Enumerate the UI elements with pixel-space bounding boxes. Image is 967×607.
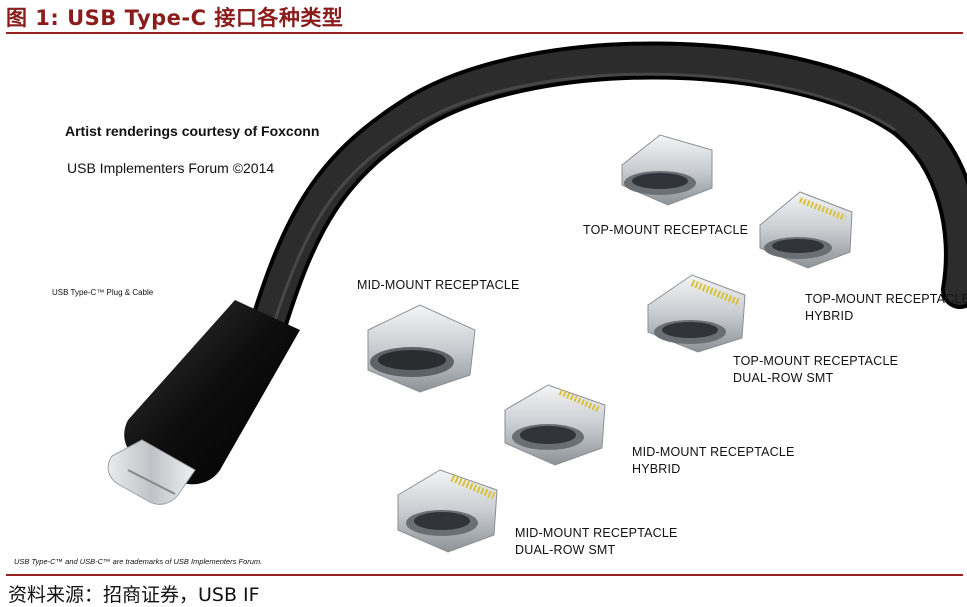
label-line: TOP-MOUNT RECEPTACLE: [733, 354, 899, 368]
label-top-mount-dual-row: TOP-MOUNT RECEPTACLE DUAL-ROW SMT: [733, 353, 898, 387]
title-divider: [6, 32, 963, 34]
label-line: MID-MOUNT RECEPTACLE: [515, 526, 678, 540]
label-line: DUAL-ROW SMT: [515, 543, 616, 557]
figure-source: 资料来源：招商证券，USB IF: [8, 584, 260, 606]
source-divider: [6, 574, 963, 576]
rendering-credit: Artist renderings courtesy of Foxconn: [65, 123, 320, 139]
label-line: DUAL-ROW SMT: [733, 371, 834, 385]
label-top-mount: TOP-MOUNT RECEPTACLE: [583, 222, 748, 239]
label-line: MID-MOUNT RECEPTACLE: [632, 445, 795, 459]
figure-title: 图 1: USB Type-C 接口各种类型: [6, 6, 344, 30]
mid-mount-dual-row-image: [397, 469, 498, 553]
label-line: HYBRID: [632, 462, 681, 476]
label-top-mount-hybrid: TOP-MOUNT RECEPTACLE HYBRID: [805, 291, 967, 325]
connector-illustration: Artist renderings courtesy of Foxconn US…: [0, 36, 967, 572]
trademark-note: USB Type-C™ and USB-C™ are trademarks of…: [14, 557, 263, 566]
top-mount-hybrid-image: [759, 191, 853, 269]
connector-artwork: [107, 41, 967, 553]
label-line: MID-MOUNT RECEPTACLE: [357, 278, 520, 292]
label-mid-mount-dual-row: MID-MOUNT RECEPTACLE DUAL-ROW SMT: [515, 525, 678, 559]
cable: [246, 41, 967, 354]
label-line: HYBRID: [805, 309, 854, 323]
label-mid-mount: MID-MOUNT RECEPTACLE: [357, 277, 520, 294]
top-mount-receptacle-image: [621, 134, 713, 206]
copyright-notice: USB Implementers Forum ©2014: [67, 160, 275, 176]
top-mount-dual-row-image: [647, 274, 746, 353]
label-line: TOP-MOUNT RECEPTACLE: [583, 223, 749, 237]
label-line: TOP-MOUNT RECEPTACLE: [805, 292, 967, 306]
label-mid-mount-hybrid: MID-MOUNT RECEPTACLE HYBRID: [632, 444, 795, 478]
plug-cable-label: USB Type-C™ Plug & Cable: [52, 288, 154, 297]
mid-mount-receptacle-image: [367, 304, 476, 393]
plug: [107, 300, 300, 505]
mid-mount-hybrid-image: [504, 384, 606, 466]
